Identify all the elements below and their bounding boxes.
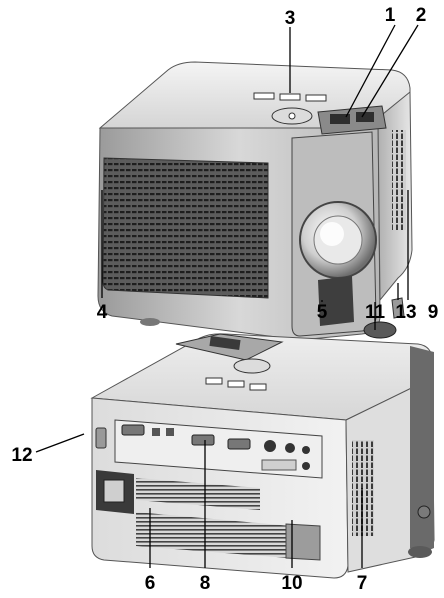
rgb-input-2-port xyxy=(191,434,215,446)
adjuster-foot xyxy=(363,321,397,339)
lens-cover xyxy=(318,276,354,326)
audio-out-port xyxy=(302,462,310,470)
bottom-vent xyxy=(136,478,260,510)
control-button xyxy=(305,94,327,102)
exhaust-vent xyxy=(136,512,314,560)
callout-3: 3 xyxy=(285,8,296,29)
zoom-ring xyxy=(356,112,374,122)
lens-glass xyxy=(320,222,344,246)
video-port xyxy=(285,443,295,453)
projector-rear-view xyxy=(90,333,435,579)
panel-slot xyxy=(261,459,297,471)
direction-pad-center xyxy=(288,112,296,120)
rear-side-vents xyxy=(352,440,374,536)
callout-10: 10 xyxy=(281,573,302,594)
top-control-panel xyxy=(253,92,327,125)
front-side-dial xyxy=(417,505,431,519)
callout-11: 11 xyxy=(365,302,386,323)
usb-port xyxy=(152,428,160,436)
control-button xyxy=(279,93,301,101)
callout-8: 8 xyxy=(200,573,211,594)
rear-foot xyxy=(140,318,160,326)
rs232c-port xyxy=(166,428,174,436)
side-vents xyxy=(392,130,406,230)
kensington-lock xyxy=(95,427,107,449)
leader-lines xyxy=(35,24,419,568)
callout-1: 1 xyxy=(385,5,396,26)
s-video-port xyxy=(264,440,276,452)
rgb-input-1-port xyxy=(121,424,145,436)
control-button xyxy=(253,92,275,100)
rear-adjuster-foot xyxy=(408,546,432,558)
speaker-grille xyxy=(285,523,321,561)
ac-socket xyxy=(103,479,125,503)
callout-labels: 1 2 3 4 5 11 13 9 12 6 8 10 7 xyxy=(11,5,438,594)
elevation-foot-button xyxy=(391,297,405,319)
direction-pad xyxy=(233,358,271,374)
callout-13: 13 xyxy=(395,302,416,323)
audio-port xyxy=(302,446,310,454)
rear-top-control-panel xyxy=(205,358,271,391)
front-end-shadow xyxy=(410,346,434,554)
leader-line-1 xyxy=(345,24,396,118)
projector-front-view xyxy=(97,61,413,341)
control-button xyxy=(249,383,267,391)
focus-ring xyxy=(330,114,350,124)
front-grille xyxy=(102,157,269,299)
callout-7: 7 xyxy=(357,573,368,594)
leader-line-12 xyxy=(35,433,85,453)
callout-9: 9 xyxy=(428,302,439,323)
callout-12: 12 xyxy=(11,445,32,466)
callout-4: 4 xyxy=(97,302,108,323)
lens-bump-window xyxy=(209,335,241,351)
callout-2: 2 xyxy=(416,5,427,26)
callout-6: 6 xyxy=(145,573,156,594)
leader-line-2 xyxy=(361,24,419,118)
control-button xyxy=(205,377,223,385)
callout-5: 5 xyxy=(317,302,328,323)
control-button xyxy=(227,380,245,388)
monitor-out-port xyxy=(227,438,251,450)
